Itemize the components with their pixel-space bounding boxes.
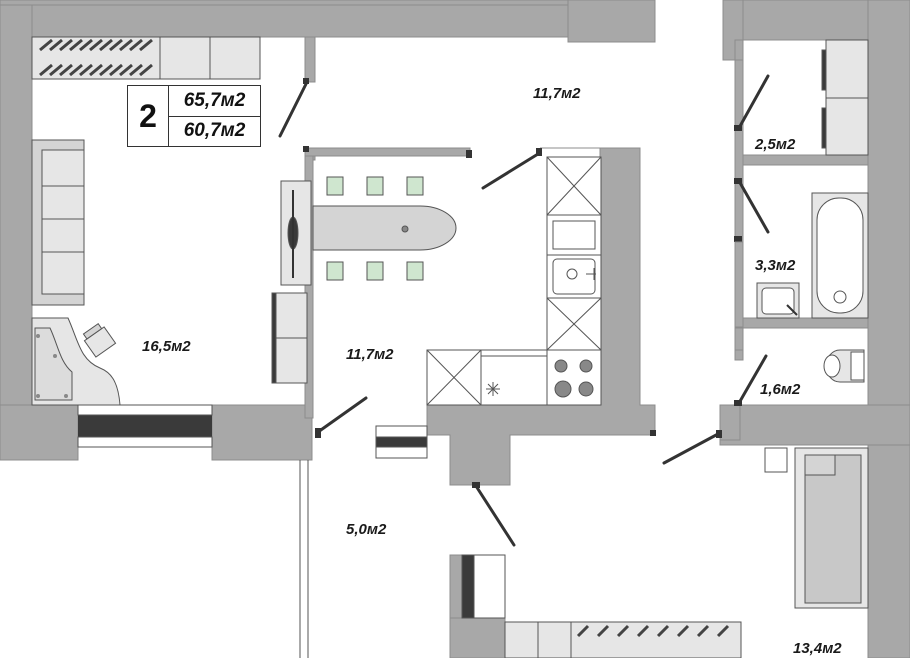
cabinet-bottom-2 <box>537 621 572 658</box>
door-corridor <box>474 484 516 547</box>
sofa-cushion-2 <box>41 185 85 220</box>
corner-desk-inner <box>34 327 73 401</box>
kitchen-furniture <box>280 156 602 406</box>
jamb-2 <box>303 146 309 152</box>
door-leaves <box>278 74 770 547</box>
sofa-cushion-1 <box>41 149 85 187</box>
jamb-8 <box>734 236 742 242</box>
sofa-cushion-4 <box>41 251 85 295</box>
room-label-hall-top: 11,7м2 <box>533 85 581 102</box>
radiator-bottom-fins <box>576 624 730 638</box>
room-label-living-room: 16,5м2 <box>142 338 191 355</box>
tv-stand-2 <box>274 337 308 384</box>
nightstand <box>764 447 788 473</box>
partition-right-mid <box>734 241 744 328</box>
window-bottom-left <box>78 415 212 437</box>
bedroom-furniture <box>504 447 869 658</box>
dining-table <box>312 205 457 251</box>
room-label-bedroom: 13,4м2 <box>793 640 842 657</box>
wall-kitchen-right <box>426 147 656 486</box>
window-bottom-left-sill-2 <box>77 436 213 448</box>
tv-stand-1 <box>274 292 308 339</box>
partition-ends <box>734 39 744 351</box>
jamb-4 <box>536 148 542 156</box>
jamb-3 <box>466 150 472 158</box>
room-label-kitchen: 11,7м2 <box>346 346 394 363</box>
jamb-12 <box>650 430 656 436</box>
room-label-bathroom: 3,3м2 <box>755 257 796 274</box>
living-area: 60,7м2 <box>183 120 246 141</box>
shoe-cabinet-dark <box>375 436 428 448</box>
wall-right-outer <box>867 0 910 658</box>
wardrobe-shelf-2 <box>825 97 869 156</box>
room-count: 2 <box>128 86 169 146</box>
radiator-bottom <box>570 621 742 658</box>
partition-right-low <box>734 327 744 351</box>
door-toilet <box>737 354 768 405</box>
chair-4 <box>326 261 344 281</box>
chair-1 <box>326 176 344 196</box>
wall-bottom-mid <box>211 404 313 461</box>
wall-kitchen-top <box>304 147 471 157</box>
wall-bottom-left <box>0 404 79 461</box>
asterisk-icon <box>486 382 500 396</box>
bed-blanket <box>804 454 862 604</box>
bathtub-inner <box>816 197 864 314</box>
door-bedroom <box>662 432 720 465</box>
corridor-wardrobe-dark <box>461 554 475 619</box>
jamb-1 <box>303 78 309 84</box>
wall-bedroom-top <box>719 404 910 446</box>
counter-bottom-2 <box>480 349 548 406</box>
counter-cabinet-2-inner <box>552 220 596 250</box>
dining-chairs <box>326 176 424 281</box>
room-label-wardrobe: 2,5м2 <box>755 136 796 153</box>
cabinet-bottom-1 <box>504 621 539 658</box>
stove <box>546 349 602 406</box>
chair-3 <box>406 176 424 196</box>
room-label-toilet: 1,6м2 <box>760 381 801 398</box>
wardrobe-shelf-1 <box>825 39 869 99</box>
door-bathroom <box>737 179 770 234</box>
wall-right-lower-col <box>719 404 741 441</box>
radiator-fins <box>39 38 153 77</box>
corridor-furniture <box>375 425 506 619</box>
wall-wardrobe-sep <box>734 154 869 166</box>
windows <box>299 460 309 658</box>
cabinet-top-1 <box>159 36 211 80</box>
sofa-cushion-3 <box>41 218 85 253</box>
window-bottom-left-sill <box>77 404 213 416</box>
cabinet-top-2 <box>209 36 261 80</box>
chair-6 <box>406 261 424 281</box>
wall-left <box>0 4 33 416</box>
washbasin-bowl <box>761 287 795 315</box>
tv-stand-dark <box>271 292 277 384</box>
wardrobe-rail-2 <box>821 107 827 149</box>
wardrobe-rail-1 <box>821 49 827 91</box>
wall-top-notch <box>567 0 656 43</box>
door-living-top <box>278 82 308 138</box>
wet-rooms <box>756 39 869 383</box>
door-kitchen-bottom <box>316 396 368 434</box>
desk-chair <box>82 323 117 358</box>
living-room-furniture <box>31 36 308 406</box>
total-area: 65,7м2 <box>169 86 260 117</box>
wall-bottom-centre-shelf <box>449 617 506 658</box>
wall-stub-top <box>304 36 316 83</box>
wall-bath-sep <box>734 317 869 329</box>
partition-wardrobe-top <box>734 39 744 61</box>
chair-5 <box>366 261 384 281</box>
room-label-corridor: 5,0м2 <box>346 521 387 538</box>
door-kitchen-top <box>481 152 540 190</box>
chair-2 <box>366 176 384 196</box>
door-wardrobe <box>737 74 770 130</box>
wall-top-strip <box>0 4 571 38</box>
area-badge: 2 65,7м2 60,7м2 <box>127 85 261 147</box>
